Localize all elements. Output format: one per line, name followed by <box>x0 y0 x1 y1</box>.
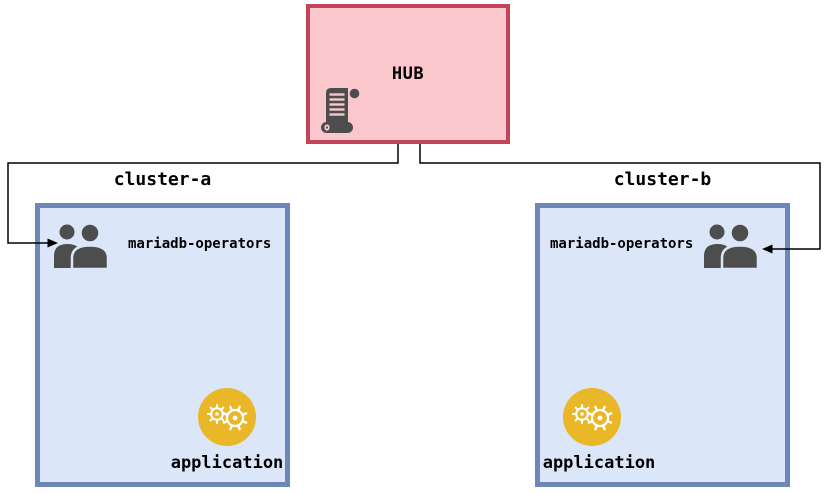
cluster-b-label: cluster-b <box>613 169 712 190</box>
hub-label: HUB <box>391 64 425 84</box>
operator-label: mariadb-operators <box>550 236 694 252</box>
gears-icon <box>198 388 256 446</box>
users-icon <box>54 222 110 270</box>
operator-label: mariadb-operators <box>128 236 272 252</box>
cluster-a-label: cluster-a <box>113 169 212 190</box>
cluster-b-node: mariadb-operators <box>535 203 790 487</box>
scroll-icon <box>321 88 360 133</box>
application-label: application <box>170 453 284 473</box>
gears-icon <box>563 388 621 446</box>
hub-node: HUB <box>306 4 510 144</box>
cluster-a-node: mariadb-operators <box>35 203 290 487</box>
users-icon <box>704 222 760 270</box>
application-label: application <box>542 453 656 473</box>
